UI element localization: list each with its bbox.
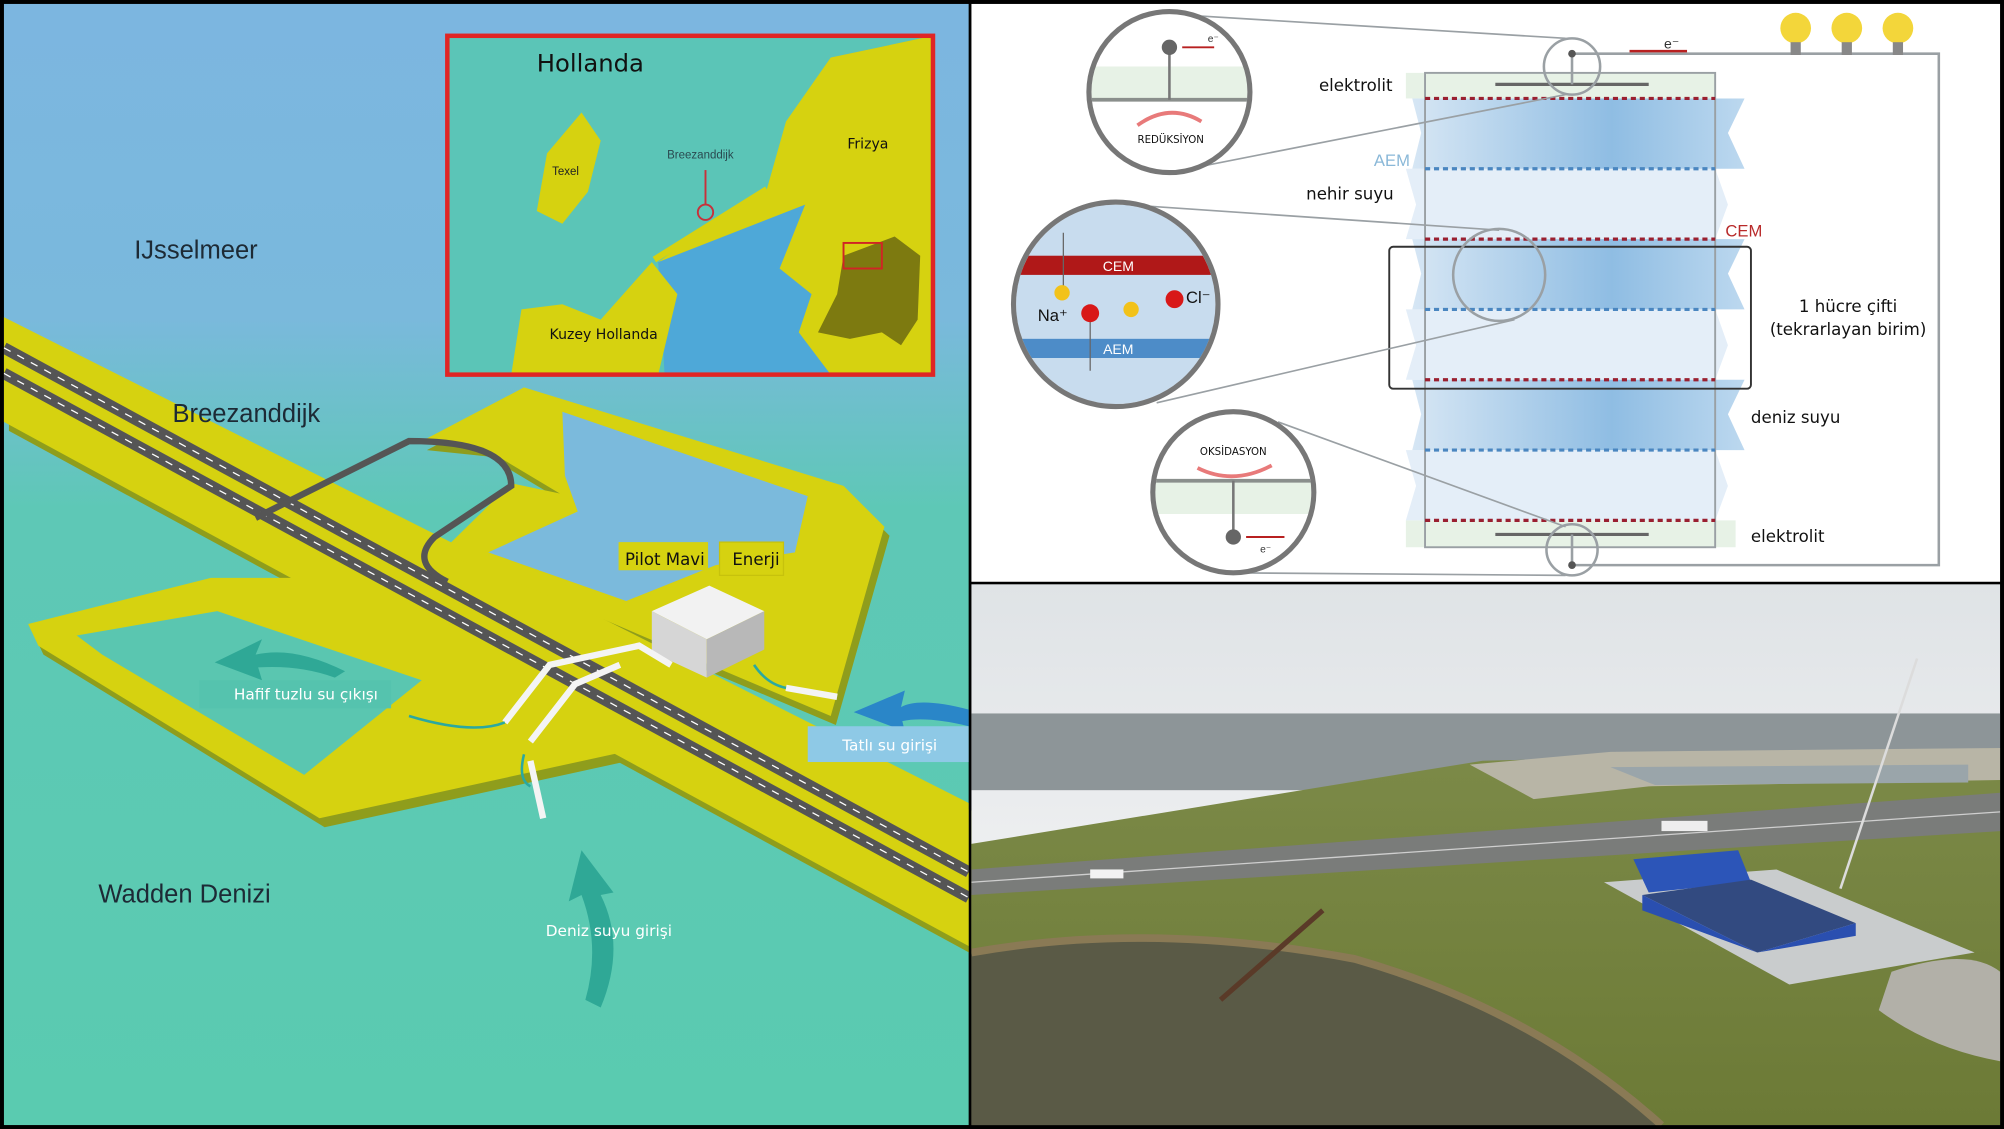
oxidation-detail: OKSİDASYON e⁻ [1150, 409, 1317, 576]
reduction-detail: e⁻ REDÜKSİYON [1086, 8, 1253, 176]
electron-label: e⁻ [1260, 544, 1271, 555]
zoom-connectors [1124, 14, 1566, 577]
seawater-band [1412, 379, 1745, 451]
seawater-arrow-icon [568, 850, 614, 1008]
inset-dike: Breezanddijk [667, 150, 734, 162]
chloride-label: Cl⁻ [1186, 288, 1210, 307]
aem-label: AEM [1374, 151, 1410, 170]
chloride-ion-icon [1165, 290, 1184, 309]
outfall-pipe [1218, 908, 1325, 1002]
zoom-aem-strip [1016, 338, 1216, 359]
plant-label-pilot: Pilot Mavi [625, 550, 705, 569]
seawater-label: Deniz suyu girişi [546, 922, 672, 940]
light-bulbs-icon [1780, 12, 1914, 55]
truck [1661, 820, 1708, 832]
inset-frizya: Frizya [847, 136, 888, 152]
reduction-label: REDÜKSİYON [1137, 133, 1203, 146]
sodium-ion-icon [1054, 285, 1070, 301]
outflow-arrow-icon [214, 639, 346, 681]
repeating-unit-label: (tekrarlayan birim) [1770, 320, 1927, 339]
cem-membranes [1425, 96, 1716, 522]
electrolyte-bottom-label: elektrolit [1751, 527, 1825, 546]
vehicle [1090, 869, 1124, 879]
cell-pair-box [1388, 245, 1752, 390]
aem-membranes [1425, 167, 1716, 452]
red-cell-diagram: e⁻ REDÜKSİYON CEM AEM Na⁺ Cl⁻ [971, 3, 2001, 582]
plant-label-box [718, 541, 785, 577]
inset-location-marker [696, 203, 715, 221]
outflow-label-bg [199, 680, 392, 709]
external-circuit [1451, 37, 1941, 577]
inset-locator-box [842, 241, 883, 270]
zoom-aem-label: AEM [1103, 341, 1133, 357]
sodium-label: Na⁺ [1038, 306, 1068, 325]
outflow-label: Hafif tuzlu su çıkışı [234, 685, 378, 703]
electron-label: e⁻ [1208, 34, 1219, 45]
zoom-cem-strip [1016, 255, 1216, 275]
dike-label: Breezanddijk [173, 400, 321, 428]
seawater-band [1412, 98, 1745, 169]
electron-flow-label: e⁻ [1664, 36, 1679, 52]
cem-label: CEM [1725, 222, 1762, 241]
inset-texel: Texel [552, 166, 579, 178]
plant-building-roof [1642, 879, 1856, 953]
harbor-water [1610, 764, 1969, 786]
freshwater-arrow-icon [853, 690, 969, 732]
zoom-cem-label: CEM [1103, 258, 1134, 274]
inset-title: Hollanda [537, 49, 644, 78]
sea-label: Wadden Denizi [98, 881, 270, 909]
rock-revetment [1878, 958, 2001, 1062]
oxidation-label: OKSİDASYON [1200, 445, 1267, 458]
highway-photo [971, 792, 2001, 896]
membrane-stack [1388, 71, 1752, 549]
plant-label-bg [618, 542, 709, 571]
plant-building-upper [1633, 850, 1751, 893]
chloride-ion-icon [1081, 304, 1100, 323]
aerial-photo [970, 584, 2001, 1129]
pipes [502, 642, 838, 819]
water-foreground [971, 938, 1662, 1126]
dike-map: IJsselmeer Breezanddijk Wadden Denizi Pi… [1, 3, 974, 1126]
ion-transport-detail: CEM AEM Na⁺ Cl⁻ [1010, 199, 1221, 410]
cell-pair-label: 1 hücre çifti [1799, 297, 1897, 316]
inset-border [445, 33, 936, 377]
inset-north-holland: Kuzey Hollanda [550, 327, 658, 343]
seawater-band [1412, 239, 1745, 310]
river-water-label: nehir suyu [1306, 184, 1394, 203]
sodium-ion-icon [1123, 301, 1139, 318]
highway [1, 342, 972, 903]
electrolyte-top-label: elektrolit [1319, 76, 1393, 95]
plant-label-energy: Enerji [732, 550, 779, 569]
wind-mast [1839, 658, 1919, 890]
water-lines [408, 664, 787, 788]
freshwater-label-bg [807, 726, 969, 763]
sea-water-label: deniz suyu [1751, 408, 1840, 427]
freshwater-label: Tatlı su girişi [841, 737, 937, 755]
pilot-plant-building [651, 585, 765, 678]
inset-map: Hollanda Texel Breezanddijk Frizya Kuzey… [445, 33, 936, 377]
lake-label: IJsselmeer [134, 236, 258, 264]
